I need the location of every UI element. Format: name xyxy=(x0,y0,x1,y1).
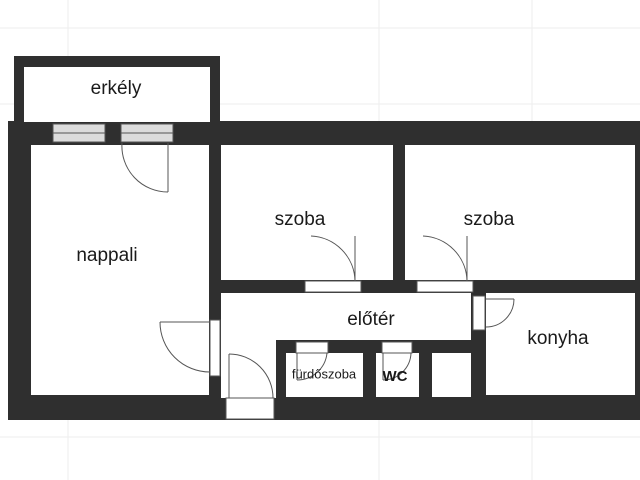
entrance-corridor-floor xyxy=(221,340,276,398)
living-room-floor xyxy=(31,145,209,395)
door-gap-bedroom-2 xyxy=(416,280,474,293)
bathroom-floor xyxy=(286,353,363,397)
door-gap-living xyxy=(209,319,221,377)
door-gap-toilet xyxy=(381,341,413,354)
bedroom-2-floor xyxy=(405,145,635,280)
label-kitchen: konyha xyxy=(527,328,589,349)
kitchen-floor xyxy=(486,293,635,395)
label-toilet: WC xyxy=(383,368,408,385)
label-bedroom-1: szoba xyxy=(275,209,326,230)
door-gap-entrance xyxy=(225,397,275,420)
windows xyxy=(52,123,174,143)
label-balcony: erkély xyxy=(91,78,142,99)
door-gap-kitchen xyxy=(472,295,486,331)
label-bathroom: fürdőszoba xyxy=(292,366,357,381)
hall-floor xyxy=(221,293,471,340)
label-bedroom-2: szoba xyxy=(464,209,515,230)
balcony-floor xyxy=(24,67,210,122)
label-living-room: nappali xyxy=(76,245,137,266)
label-hall: előtér xyxy=(347,309,395,330)
storage-floor xyxy=(432,353,471,397)
room-floors xyxy=(24,67,635,398)
bedroom-1-floor xyxy=(221,145,393,280)
room-labels: erkély nappali szoba szoba előtér konyha… xyxy=(76,78,589,385)
door-openings xyxy=(209,280,486,420)
door-gap-bedroom-1 xyxy=(304,280,362,293)
door-swings xyxy=(121,142,515,399)
door-gap-bathroom xyxy=(295,341,329,354)
